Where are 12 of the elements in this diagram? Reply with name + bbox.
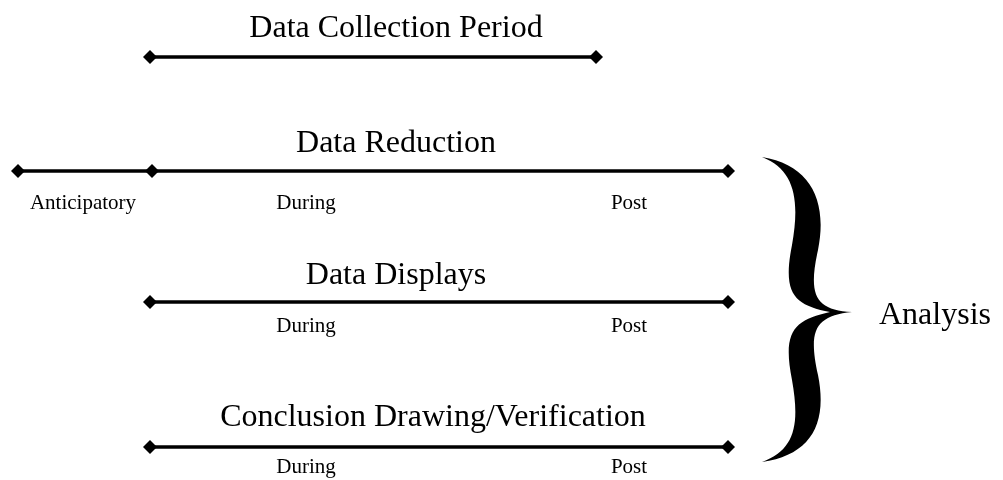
timeline-label: Data Collection Period bbox=[249, 10, 543, 42]
timeline-label: Conclusion Drawing/Verification bbox=[220, 399, 646, 431]
timeline-label: During bbox=[276, 455, 336, 477]
timeline-label: Post bbox=[610, 191, 648, 213]
timeline-label: Post bbox=[610, 314, 648, 336]
timeline-label: Data Displays bbox=[305, 257, 487, 289]
timeline-label: Analysis bbox=[879, 297, 991, 329]
timeline-label: Anticipatory bbox=[29, 191, 137, 213]
timeline-label: During bbox=[276, 191, 336, 213]
timeline-label: Post bbox=[610, 455, 648, 477]
timeline-label: During bbox=[276, 314, 336, 336]
timeline-label: Data Reduction bbox=[296, 125, 496, 157]
